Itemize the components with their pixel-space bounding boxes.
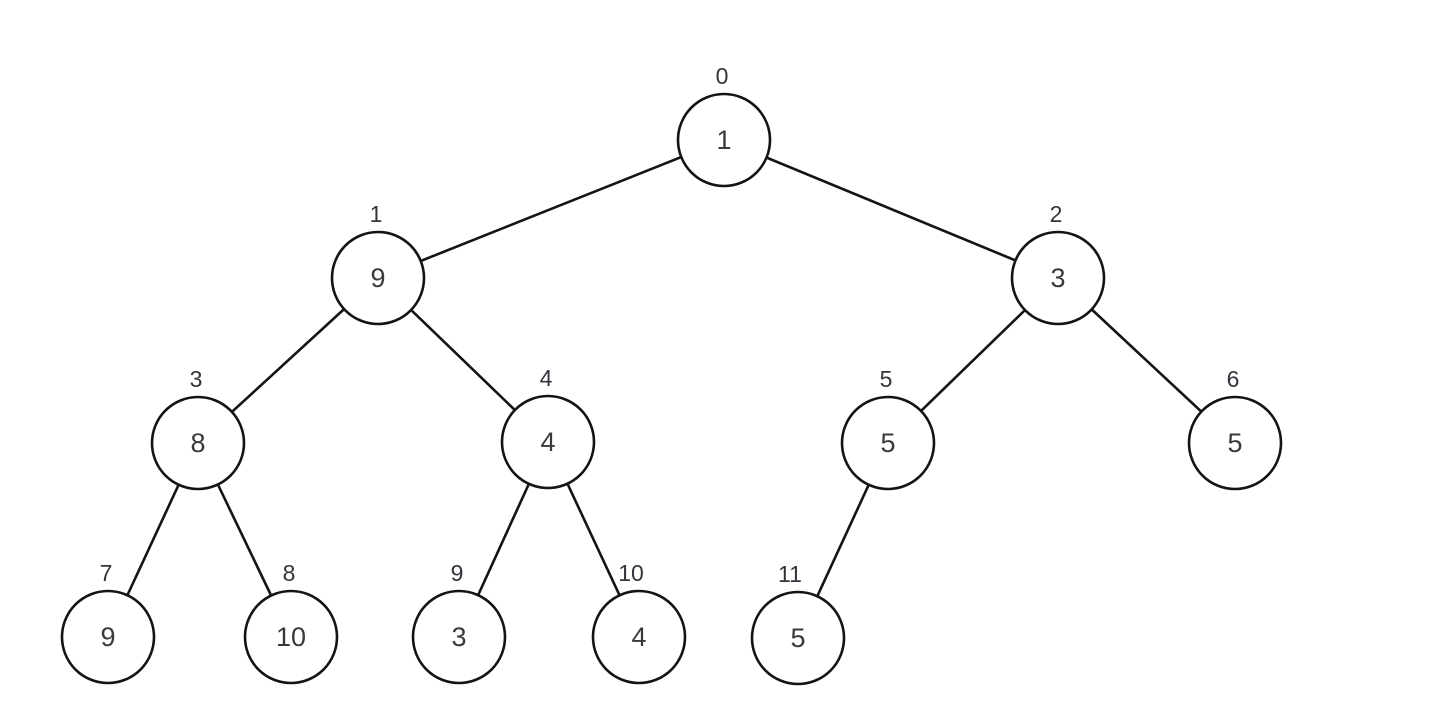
node-index-label: 7 <box>100 560 113 586</box>
tree-edge-0-1 <box>377 138 725 280</box>
tree-node-3: 83 <box>150 366 246 491</box>
node-value: 9 <box>370 263 385 293</box>
node-circle <box>1010 230 1106 326</box>
node-value: 10 <box>276 622 306 652</box>
node-value: 5 <box>880 428 895 458</box>
node-circle <box>676 92 772 188</box>
tree-node-9: 39 <box>411 560 507 685</box>
node-index-label: 6 <box>1227 366 1240 392</box>
node-value: 8 <box>190 428 205 458</box>
tree-node-7: 97 <box>60 560 156 685</box>
tree-node-5: 55 <box>840 366 936 491</box>
node-circle <box>411 589 507 685</box>
node-value: 3 <box>1050 263 1065 293</box>
node-circle <box>591 589 687 685</box>
node-index-label: 2 <box>1050 201 1063 227</box>
node-circle <box>243 589 339 685</box>
node-index-label: 0 <box>716 63 729 89</box>
tree-edge-0-2 <box>723 138 1059 280</box>
tree-node-10: 4 10 <box>591 560 687 685</box>
node-index-label: 10 <box>618 560 644 586</box>
tree-node-1: 91 <box>330 201 426 326</box>
node-circle <box>60 589 156 685</box>
tree-node-11: 5 11 <box>750 561 846 686</box>
node-index-label: 1 <box>370 201 383 227</box>
node-value: 4 <box>540 427 555 457</box>
node-index-label: 3 <box>190 366 203 392</box>
node-circle <box>500 394 596 490</box>
node-value: 9 <box>100 622 115 652</box>
node-circle <box>330 230 426 326</box>
node-value: 3 <box>451 622 466 652</box>
node-value: 5 <box>790 623 805 653</box>
tree-node-2: 32 <box>1010 201 1106 326</box>
tree-node-6: 56 <box>1187 366 1283 491</box>
node-index-label: 9 <box>451 560 464 586</box>
node-index-label: 11 <box>778 561 802 587</box>
tree-node-4: 44 <box>500 365 596 490</box>
tree-node-8: 10 8 <box>243 560 339 685</box>
node-value: 1 <box>716 125 731 155</box>
node-value: 5 <box>1227 428 1242 458</box>
node-circle <box>840 395 936 491</box>
node-circle <box>1187 395 1283 491</box>
node-circle <box>150 395 246 491</box>
node-index-label: 8 <box>283 560 296 586</box>
node-index-label: 4 <box>540 365 553 391</box>
node-index-label: 5 <box>880 366 893 392</box>
tree-node-0: 10 <box>676 63 772 188</box>
node-value: 4 <box>631 622 646 652</box>
node-circle <box>750 590 846 686</box>
